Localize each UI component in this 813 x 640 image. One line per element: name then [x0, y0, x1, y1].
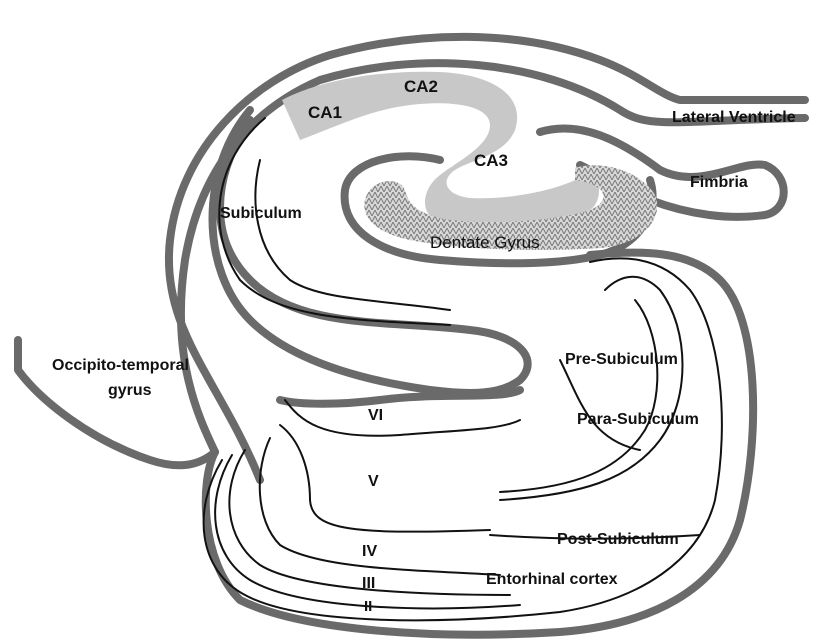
parasubiculum-line — [560, 360, 640, 450]
label-ca2: CA2 — [404, 77, 438, 96]
label-layer-iv: IV — [362, 543, 377, 560]
label-ca1: CA1 — [308, 103, 342, 122]
label-pre-subiculum: Pre-Subiculum — [565, 351, 678, 368]
label-subiculum: Subiculum — [220, 205, 302, 222]
label-layer-iii: III — [362, 575, 375, 592]
label-para-subiculum: Para-Subiculum — [577, 411, 699, 428]
label-ca3: CA3 — [474, 151, 508, 170]
label-dentate-gyrus: Dentate Gyrus — [430, 233, 540, 252]
label-layer-v: V — [368, 473, 379, 490]
presubiculum-line-outer — [500, 277, 683, 500]
layer-v-line — [280, 425, 490, 532]
label-occipito-temporal-1: Occipito-temporal — [52, 357, 189, 374]
label-fimbria: Fimbria — [690, 174, 748, 191]
layer-iv-line — [260, 438, 500, 575]
label-layer-ii: II — [364, 598, 372, 615]
label-layer-vi: VI — [368, 407, 383, 424]
label-post-subiculum: Post-Subiculum — [557, 531, 679, 548]
s-fold-lower — [280, 390, 520, 404]
ammon-horn-band — [282, 72, 599, 223]
presubiculum-line-inner — [500, 300, 657, 492]
label-lateral-ventricle: Lateral Ventricle — [672, 109, 796, 126]
label-entorhinal-cortex: Entorhinal cortex — [486, 571, 618, 588]
label-occipito-temporal-2: gyrus — [108, 382, 152, 399]
